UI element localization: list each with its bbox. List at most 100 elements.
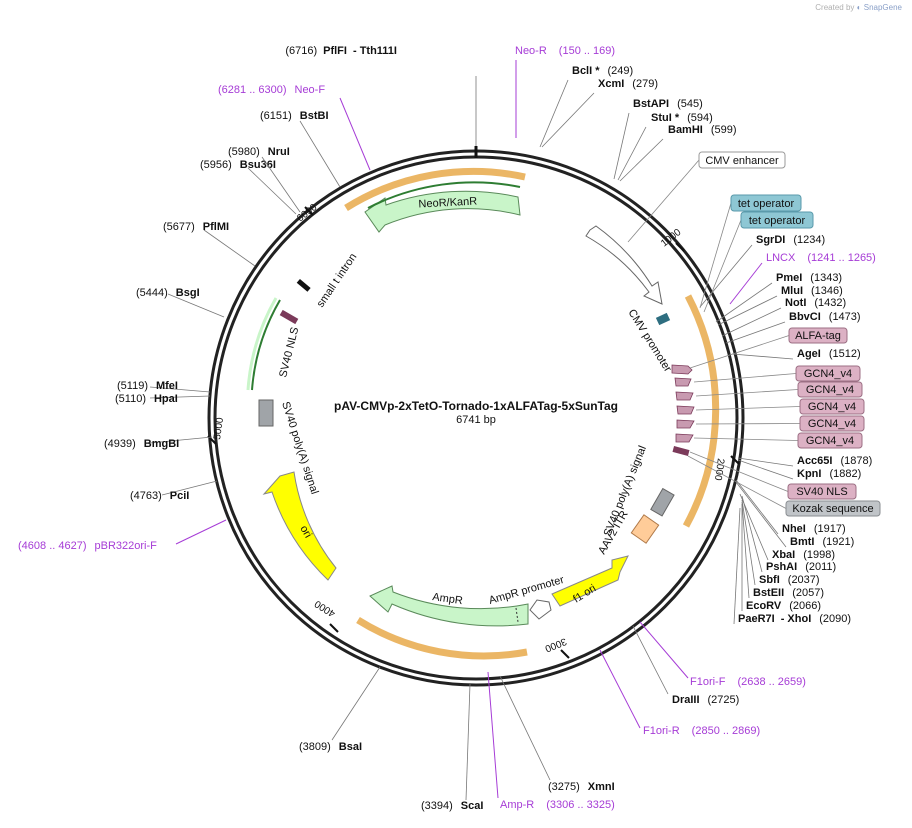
restriction-site[interactable]: (5119)MfeI [117, 380, 211, 393]
restriction-site[interactable]: (3275)XmnI [499, 675, 615, 793]
site-enzyme-name: BamHI [668, 124, 703, 136]
primer-site[interactable]: F1ori-R(2850 .. 2869) [599, 649, 760, 737]
feature-box-label[interactable]: GCN4_v4 [693, 365, 861, 383]
feature-box-label[interactable]: tet operator [703, 211, 814, 313]
restriction-site[interactable]: StuI *(594) [617, 112, 713, 181]
site-leader-line [299, 120, 341, 188]
site-leader-line [539, 79, 569, 148]
restriction-site[interactable]: (6151)BstBI [260, 110, 341, 188]
site-leader-line [617, 126, 647, 181]
feature-box-text: tet operator [738, 198, 795, 210]
restriction-site[interactable]: EcoRV(2066) [741, 504, 821, 612]
site-position: (5444) [136, 287, 168, 299]
site-position: (6151) [260, 110, 292, 122]
primer-site[interactable]: Neo-R(150 .. 169) [515, 45, 615, 138]
restriction-site[interactable]: (5444)BsgI [136, 287, 225, 318]
restriction-site[interactable]: XbaI(1998) [739, 493, 835, 561]
restriction-site[interactable]: AgeI(1512) [731, 348, 861, 360]
restriction-site[interactable]: (5110)HpaI [115, 393, 211, 405]
site-label: (5444)BsgI [136, 287, 200, 299]
feature-box-label[interactable]: tet operator [699, 194, 802, 309]
restriction-site[interactable]: BamHI(599) [619, 124, 737, 182]
site-leader-line [261, 156, 301, 213]
site-leader-line [721, 307, 782, 337]
restriction-site[interactable]: PshAI(2011) [741, 495, 836, 573]
restriction-site[interactable]: BmtI(1921) [735, 481, 854, 548]
restriction-site[interactable]: NheI(1917) [735, 479, 846, 535]
site-label: BamHI(599) [668, 124, 737, 136]
restriction-site[interactable]: NotI(1432) [721, 297, 846, 337]
restriction-sites: (6716)PflFI- Tth111I BclI *(249)XcmI(279)… [104, 45, 872, 812]
restriction-site[interactable]: BclI *(249) [539, 65, 633, 148]
restriction-site[interactable]: DraIII (2725) [632, 625, 739, 706]
feature-box-label[interactable]: CMV enhancer [627, 151, 786, 243]
feature-box-label[interactable]: GCN4_v4 [695, 398, 865, 415]
site-position: (1998) [803, 549, 835, 561]
primer-site[interactable]: (6281 .. 6300)Neo-F [218, 84, 371, 171]
site-enzyme-name: DraIII [672, 694, 700, 706]
ampr-arrow [369, 585, 529, 627]
restriction-site[interactable]: Acc65I(1878) [737, 455, 872, 467]
position-tick-mark [329, 623, 339, 633]
site-label: NheI(1917) [782, 523, 846, 535]
map-title: pAV-CMVp-2xTetO-Tornado-1xALFATag-5xSunT… [334, 399, 618, 413]
site-leader-line [737, 457, 794, 467]
restriction-site[interactable]: BstEII(2057) [741, 501, 824, 599]
restriction-site[interactable]: MluI(1346) [717, 285, 843, 326]
restriction-site[interactable]: (4763)PciI [130, 480, 218, 502]
primer-site[interactable]: LNCX(1241 .. 1265) [729, 252, 876, 305]
restriction-site[interactable]: PaeR7I- XhoI(2090) [733, 507, 851, 625]
primer-site[interactable]: Amp-R(3306 .. 3325) [487, 671, 615, 811]
feature-leader-line [699, 202, 732, 309]
restriction-site[interactable]: SbfI(2037) [741, 499, 820, 586]
restriction-site[interactable]: BbvCI(1473) [725, 311, 861, 344]
feature-box-text: GCN4_v4 [806, 435, 854, 447]
site-leader-line [741, 495, 763, 573]
restriction-site[interactable]: (5956)Bsu36I [200, 159, 297, 215]
primer-site[interactable]: (4608 .. 4627)pBR322ori-F [18, 519, 227, 552]
site-leader-line [465, 683, 471, 801]
site-position: (545) [677, 98, 703, 110]
site-enzyme-name: BclI * [572, 65, 600, 77]
site-leader-line [632, 625, 669, 695]
restriction-site[interactable]: SgrDI(1234) [699, 234, 825, 308]
restriction-site[interactable]: (6716)PflFI- Tth111I [285, 45, 477, 146]
feature-box-label[interactable]: GCN4_v4 [693, 432, 863, 449]
site-label: DraIII (2725) [672, 694, 739, 706]
feature-box-label[interactable]: GCN4_v4 [695, 381, 863, 398]
sv40-nls-left-arc-outer [246, 297, 278, 391]
restriction-site[interactable]: XcmI(279) [541, 78, 658, 148]
site-leader-line [619, 138, 664, 182]
primer-name: pBR322ori-F [95, 540, 158, 552]
feature-box [797, 381, 863, 398]
feature-box-label[interactable]: Kozak sequence [687, 455, 881, 517]
primer-name: Amp-R [500, 799, 534, 811]
feature-box-label[interactable]: GCN4_v4 [695, 415, 865, 432]
restriction-site[interactable]: BstAPI(545) [613, 98, 703, 180]
feature-box [740, 211, 814, 229]
ampr-promoter-label: AmpR promoter [488, 574, 566, 607]
feature-box-label[interactable]: ALFA-tag [689, 327, 848, 369]
primer-site[interactable]: F1ori-F(2638 .. 2659) [639, 621, 806, 688]
site-position: (3394) [421, 800, 453, 812]
feature-box [799, 415, 865, 432]
feature-leader-line [687, 455, 787, 509]
site-position: (2725) [708, 694, 740, 706]
restriction-site[interactable]: (3394)ScaI [421, 683, 483, 812]
feature-box-text: ALFA-tag [795, 330, 841, 342]
restriction-site[interactable]: (5677)PflMI [163, 221, 256, 267]
sv40-nls-left-arc [251, 299, 281, 391]
sv40-polya-right-block [650, 487, 675, 517]
restriction-site[interactable]: (3809)BsaI [299, 666, 381, 753]
feature-box-label[interactable]: SV40 NLS [689, 451, 857, 500]
site-position: (5119) [117, 380, 148, 392]
restriction-site[interactable]: (4939)BmgBI [104, 436, 213, 450]
restriction-site[interactable]: PmeI(1343) [715, 272, 842, 323]
restriction-site[interactable]: KpnI(1882) [737, 459, 861, 480]
feature-box-text: SV40 NLS [796, 486, 847, 498]
restriction-site[interactable]: (5980)NruI [228, 146, 301, 213]
site-position: (2057) [792, 587, 824, 599]
site-position: (1234) [793, 234, 825, 246]
position-tick-mark [304, 206, 314, 216]
